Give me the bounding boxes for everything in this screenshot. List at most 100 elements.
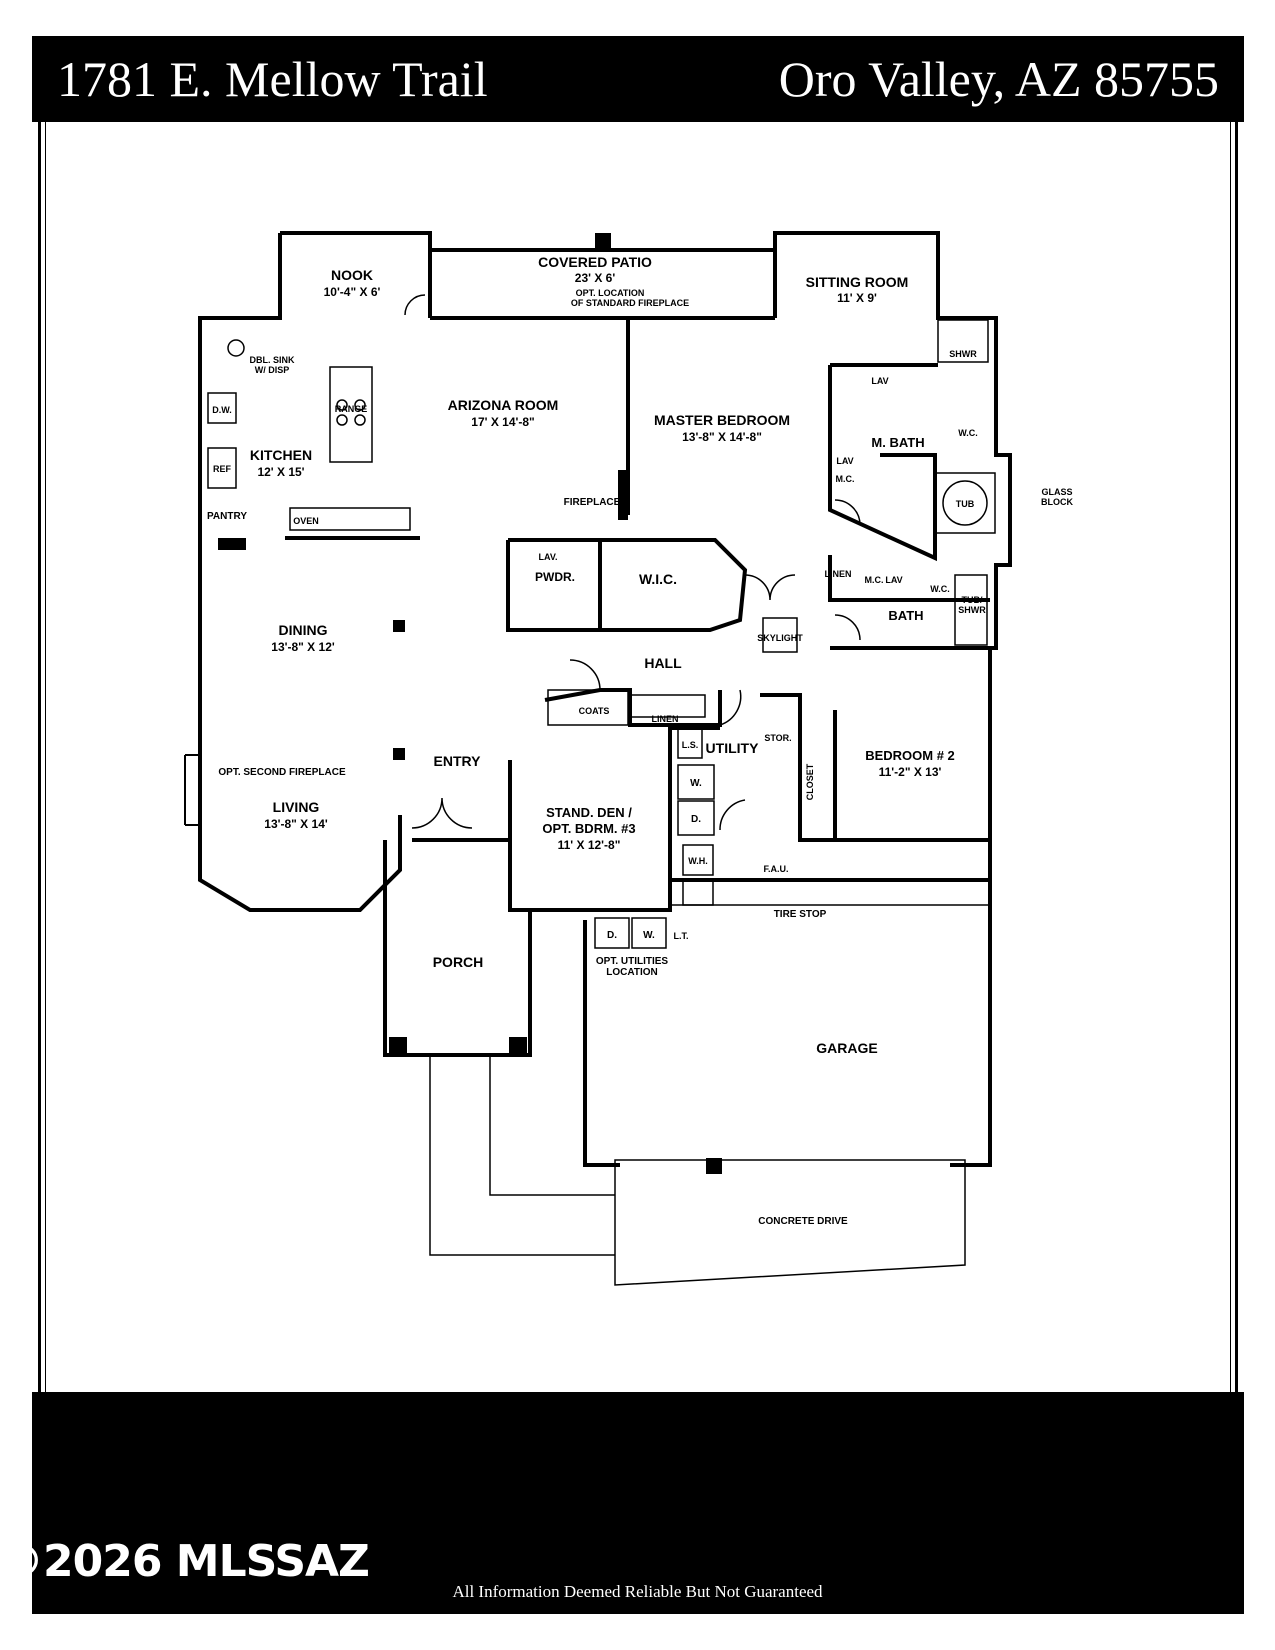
sitting-room-size: 11' X 9' — [837, 291, 877, 305]
tub-shwr-label-2: SHWR — [958, 605, 986, 615]
living-size: 13'-8" X 14' — [264, 817, 328, 831]
disclaimer-text: All Information Deemed Reliable But Not … — [452, 1582, 823, 1601]
kitchen-label: KITCHEN — [250, 447, 312, 463]
porch-label: PORCH — [433, 954, 484, 970]
skylight — [762, 617, 798, 653]
column — [509, 1037, 527, 1055]
opt-util-label-1: OPT. UTILITIES — [596, 956, 669, 967]
lav-label-3: LAV — [885, 575, 902, 585]
hall-label: HALL — [644, 655, 682, 671]
covered-patio-label: COVERED PATIO — [538, 254, 652, 270]
opt-d-box — [594, 917, 630, 949]
interior-wall — [828, 363, 938, 562]
master-bedroom-label: MASTER BEDROOM — [654, 412, 790, 428]
oven-label: OVEN — [293, 516, 319, 526]
opt-washer-label: W. — [643, 930, 655, 941]
footer-bar — [32, 1392, 1244, 1614]
column — [393, 620, 405, 632]
w-disp-label: W/ DISP — [255, 365, 290, 375]
den-size: 11' X 12'-8" — [558, 838, 621, 852]
bedroom2-size: 11'-2" X 13' — [879, 765, 942, 779]
bedroom2-label: BEDROOM # 2 — [865, 748, 955, 763]
den-label-2: OPT. BDRM. #3 — [542, 821, 635, 836]
interior-wall — [600, 538, 748, 632]
door-arc — [719, 689, 742, 726]
living-label: LIVING — [273, 799, 320, 815]
tub-shwr-label-1: TUB/ — [962, 595, 983, 605]
m-bath-label: M. BATH — [871, 435, 924, 450]
lt-box — [682, 879, 714, 906]
arizona-room-size: 17' X 14'-8" — [471, 415, 534, 429]
wc-label-1: W.C. — [958, 428, 978, 438]
pantry-label: PANTRY — [207, 511, 247, 522]
tub-shwr — [954, 574, 988, 646]
lav-label-4: LAV. — [538, 552, 557, 562]
lav-label-2: LAV — [836, 456, 853, 466]
nook-label: NOOK — [331, 267, 373, 283]
opt-util-label-2: LOCATION — [606, 967, 657, 978]
dbl-sink-label: DBL. SINK — [250, 355, 296, 365]
dryer-box — [677, 800, 715, 836]
opt-dryer-label: D. — [607, 930, 617, 941]
mc-label-1: M.C. — [836, 474, 855, 484]
glass-label: GLASS — [1041, 487, 1072, 497]
property-address: 1781 E. Mellow Trail — [57, 51, 488, 107]
dryer-label: D. — [691, 814, 701, 825]
exterior-wall-west — [198, 233, 402, 912]
entry-label: ENTRY — [434, 753, 482, 769]
concrete-drive-label: CONCRETE DRIVE — [758, 1216, 848, 1227]
arizona-room-label: ARIZONA ROOM — [448, 397, 559, 413]
door-arc — [404, 294, 426, 316]
washer-label: W. — [690, 778, 702, 789]
floor-plan: NOOK 10'-4" X 6' COVERED PATIO 23' X 6' … — [184, 231, 1073, 1286]
range-label: RANGE — [335, 404, 368, 414]
page-frame-outer — [38, 122, 1238, 1392]
coats-label: COATS — [579, 706, 610, 716]
lav-label-1: LAV — [871, 376, 888, 386]
dining-size: 13'-8" X 12' — [271, 640, 335, 654]
header-bar: 1781 E. Mellow Trail Oro Valley, AZ 8575… — [32, 36, 1244, 122]
door-arc — [411, 797, 473, 829]
garage-label: GARAGE — [816, 1040, 877, 1056]
den-label: STAND. DEN / — [546, 805, 632, 820]
sitting-room-label: SITTING ROOM — [806, 274, 909, 290]
garage-wall — [950, 840, 992, 1167]
ls-box — [677, 727, 703, 759]
oven-cabinet — [289, 507, 411, 531]
range-burner — [354, 414, 366, 426]
door-arc — [719, 799, 746, 831]
coats-closet — [547, 689, 629, 726]
fau-label: F.A.U. — [763, 864, 788, 874]
block-label: BLOCK — [1041, 497, 1073, 507]
patio-wall — [430, 233, 777, 320]
column — [218, 538, 246, 550]
porch-wall — [383, 840, 532, 1057]
wh-label: W.H. — [688, 856, 708, 866]
column — [595, 233, 611, 249]
door-arc — [834, 614, 861, 641]
garage-wall-west — [583, 920, 620, 1167]
door-arc — [744, 574, 796, 601]
linen-label-2: LINEN — [652, 714, 679, 724]
closet-label: CLOSET — [805, 763, 815, 800]
kitchen-size: 12' X 15' — [257, 465, 304, 479]
patio-note-2: OF STANDARD FIREPLACE — [571, 298, 689, 308]
wh-box — [682, 844, 714, 876]
covered-patio-size: 23' X 6' — [575, 271, 616, 285]
property-city: Oro Valley, AZ 85755 — [778, 51, 1219, 107]
tire-stop-label: TIRE STOP — [774, 909, 827, 920]
copyright-notice: ©2026 MLSSAZ — [0, 1536, 370, 1587]
opt-second-fireplace-label: OPT. SECOND FIREPLACE — [218, 767, 346, 778]
column — [618, 470, 628, 520]
tub — [934, 472, 996, 534]
opt-w-box — [631, 917, 667, 949]
interior-wall — [828, 555, 990, 602]
wc-label-2: W.C. — [930, 584, 950, 594]
drive — [614, 1159, 966, 1286]
column — [706, 1158, 722, 1174]
lt-label: L.T. — [674, 931, 689, 941]
stor-label: STOR. — [764, 733, 791, 743]
dining-label: DINING — [279, 622, 328, 638]
interior-wall — [760, 693, 837, 842]
range-burner — [354, 399, 366, 411]
